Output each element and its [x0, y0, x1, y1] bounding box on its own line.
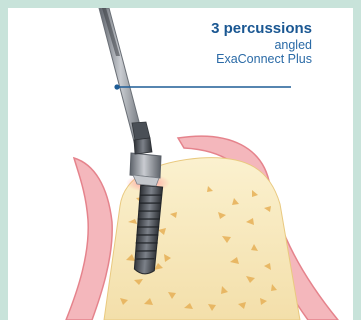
caption-title: 3 percussions	[211, 20, 312, 38]
caption: 3 percussions angled ExaConnect Plus	[211, 20, 312, 67]
diagram-frame: 3 percussions angled ExaConnect Plus	[8, 8, 353, 320]
caption-line-product: ExaConnect Plus	[211, 52, 312, 67]
caption-line-angled: angled	[211, 38, 312, 53]
percussion-instrument	[99, 8, 152, 154]
leader-dot	[114, 84, 119, 89]
gum-left	[66, 158, 112, 320]
